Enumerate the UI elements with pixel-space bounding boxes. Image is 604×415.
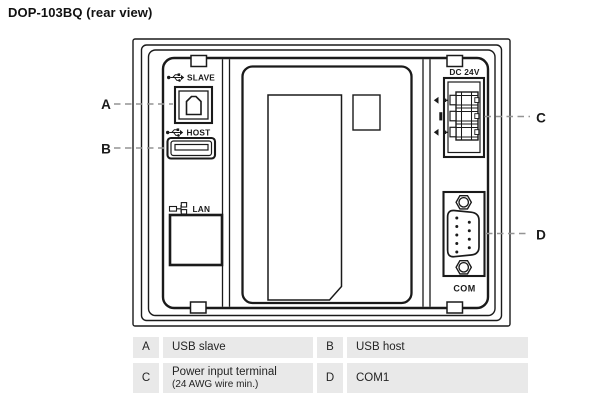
terminal-inner xyxy=(447,81,481,154)
legend-desc-c-line2: (24 AWG wire min.) xyxy=(172,378,259,390)
usb-b-socket xyxy=(185,95,202,116)
mounting-clip-bottom-left xyxy=(189,301,207,314)
usb-slave-port: SLAVE xyxy=(166,72,215,125)
small-cutout xyxy=(352,94,381,131)
middle-frame xyxy=(140,44,503,322)
terminal-notch-1 xyxy=(474,97,480,103)
callout-d: D xyxy=(536,227,546,242)
lan-jack xyxy=(168,213,224,267)
lan-icon xyxy=(168,202,188,215)
callout-b: B xyxy=(101,141,111,156)
lan-port: LAN xyxy=(168,202,224,267)
callout-c: C xyxy=(536,110,546,125)
usb-a-connector-inner xyxy=(170,140,213,157)
polarity-bar-marker xyxy=(439,112,443,121)
lan-label: LAN xyxy=(193,204,211,214)
jack-screw-top xyxy=(455,194,473,210)
usb-host-port: HOST xyxy=(165,127,217,160)
wire-entry-marker-bottom xyxy=(433,128,448,136)
terminal-notch-2 xyxy=(474,113,480,119)
terminal-block-rungs xyxy=(456,94,478,138)
usb-host-label: HOST xyxy=(187,128,211,138)
terminal-block-verticals xyxy=(460,92,473,140)
db9-pins xyxy=(455,216,471,254)
legend-key-d: D xyxy=(317,363,343,393)
com-port: COM xyxy=(442,190,486,294)
legend-key-b: B xyxy=(317,337,343,358)
terminal-tab-3 xyxy=(449,126,457,138)
usb-a-connector-outer xyxy=(166,136,217,160)
wire-entry-marker-top xyxy=(433,96,448,104)
com-outer xyxy=(442,190,486,278)
jack-screw-bottom xyxy=(455,260,473,275)
mounting-clip-top-left xyxy=(190,54,208,68)
power-input-terminal: DC 24V xyxy=(433,67,486,159)
usb-icon xyxy=(165,127,184,138)
terminal-outer xyxy=(442,76,486,159)
com-label: COM xyxy=(453,284,475,294)
usb-b-connector-outer xyxy=(173,85,214,125)
legend-desc-d: COM1 xyxy=(347,363,528,393)
page-title: DOP-103BQ (rear view) xyxy=(8,5,153,20)
legend-key-a: A xyxy=(133,337,159,358)
usb-icon xyxy=(166,72,185,83)
battery-cover-plate xyxy=(267,94,343,301)
mounting-clip-bottom-right xyxy=(446,301,464,314)
mounting-clip-top-right xyxy=(446,54,464,68)
usb-b-connector-inner xyxy=(178,90,209,120)
legend-desc-c: Power input terminal (24 AWG wire min.) xyxy=(163,363,313,393)
legend-key-c: C xyxy=(133,363,159,393)
db9-connector xyxy=(446,209,480,258)
middle-frame-2 xyxy=(147,49,496,317)
inner-frame xyxy=(161,56,490,310)
terminal-tab-2 xyxy=(449,110,457,122)
legend-desc-b: USB host xyxy=(347,337,528,358)
callout-a: A xyxy=(101,97,111,112)
device-chassis xyxy=(132,38,511,327)
power-label: DC 24V xyxy=(449,67,480,77)
legend-desc-c-line1: Power input terminal xyxy=(172,365,277,378)
terminal-tab-1 xyxy=(449,94,457,106)
legend-table: A USB slave B USB host C Power input ter… xyxy=(133,337,528,393)
terminal-notch-3 xyxy=(474,129,480,135)
usb-slave-label: SLAVE xyxy=(187,73,215,83)
usb-a-tongue xyxy=(174,143,209,151)
legend-desc-a: USB slave xyxy=(163,337,313,358)
outer-frame xyxy=(132,38,511,327)
